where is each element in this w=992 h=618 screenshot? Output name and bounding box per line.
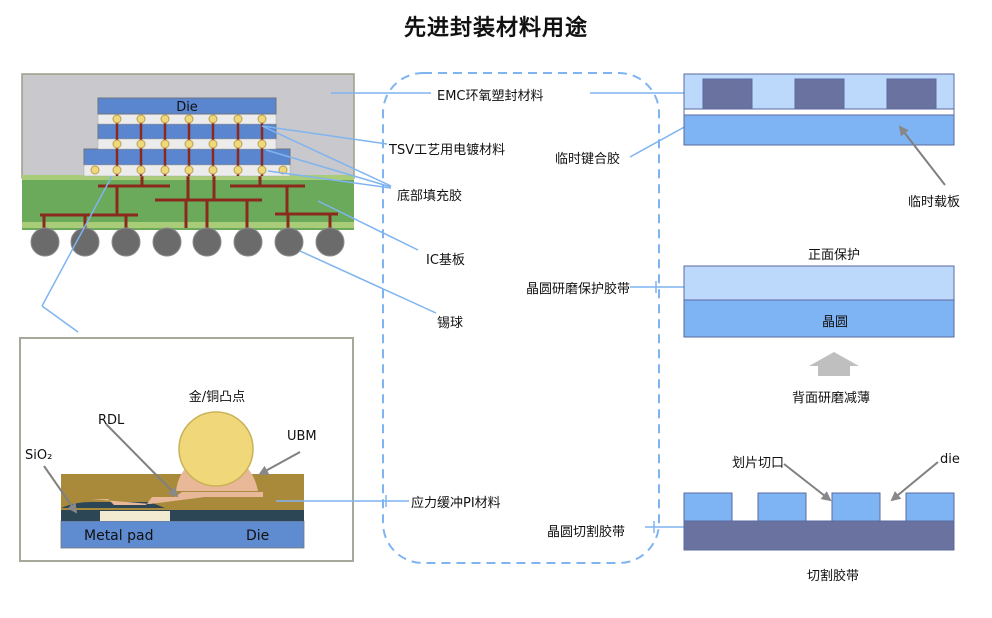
ubm-label: UBM <box>287 429 317 444</box>
label-dicing-tape: 晶圆切割胶带 <box>547 525 626 540</box>
die-block <box>683 492 733 522</box>
label-temp-carrier: 临时载板 <box>908 195 961 210</box>
solder-balls <box>30 227 345 257</box>
die-block <box>757 492 807 522</box>
materials-dashed-box <box>382 72 660 564</box>
bump-label: 金/铜凸点 <box>189 389 245 405</box>
label-ic-substrate: IC基板 <box>426 253 465 268</box>
stacked-die-layer <box>97 123 277 140</box>
label-temp-bonding: 临时键合胶 <box>555 152 621 167</box>
temp-carrier <box>683 114 955 146</box>
rdl-trace <box>91 492 263 505</box>
label-emc: EMC环氧塑封材料 <box>437 89 544 104</box>
diagram-title: 先进封装材料用途 <box>403 16 588 41</box>
rdl-label: RDL <box>98 413 125 428</box>
die-label: Die <box>176 100 198 115</box>
rdl-arrow <box>105 423 179 498</box>
label-underfill: 底部填充胶 <box>397 189 463 204</box>
grind-up-arrow <box>809 352 859 376</box>
sio2-arrow <box>43 465 78 514</box>
label-pi: 应力缓冲PI材料 <box>411 496 501 511</box>
bump-detail-inset: Metal pad Die 金/铜凸点 RDL UBM SiO₂ <box>19 337 354 562</box>
die-label: Die <box>246 528 269 544</box>
bonding-adhesive-layer <box>683 108 955 116</box>
die-block <box>886 78 937 110</box>
label-solder-ball: 锡球 <box>437 316 464 331</box>
zoom-connector <box>41 175 113 333</box>
front-protect-tape <box>683 265 955 301</box>
ubm-arrow <box>258 451 301 475</box>
label-tsv: TSV工艺用电镀材料 <box>389 143 506 158</box>
gold-copper-bump <box>178 411 254 487</box>
substrate-traces <box>40 176 338 228</box>
package-cross-section: Die <box>21 73 355 257</box>
die-block <box>794 78 845 110</box>
die-block <box>702 78 753 110</box>
kerf-arrow <box>783 463 832 502</box>
top-die <box>97 97 277 115</box>
wafer <box>683 299 955 338</box>
label-wafer: 晶圆 <box>822 315 849 330</box>
stacked-die-layer <box>83 148 291 166</box>
die-block <box>831 492 881 522</box>
die-arrow <box>890 461 939 502</box>
label-kerf: 划片切口 <box>732 456 785 471</box>
label-dicing-tape-bottom: 切割胶带 <box>807 569 860 584</box>
label-back-grind: 背面研磨减薄 <box>792 391 871 406</box>
carrier-arrow <box>898 125 946 186</box>
die-block <box>905 492 955 522</box>
dicing-tape <box>683 520 955 551</box>
metal-pad <box>100 511 170 521</box>
metal-pad-label: Metal pad <box>84 528 153 544</box>
dicing-diagram <box>683 461 955 551</box>
label-die: die <box>940 452 960 467</box>
label-grinding-tape: 晶圆研磨保护胶带 <box>526 282 631 297</box>
label-front-protect: 正面保护 <box>808 248 861 263</box>
sio2-label: SiO₂ <box>25 448 52 463</box>
micro-bumps <box>90 114 288 175</box>
temp-bonding-diagram <box>683 73 955 186</box>
grinding-diagram <box>683 265 955 376</box>
